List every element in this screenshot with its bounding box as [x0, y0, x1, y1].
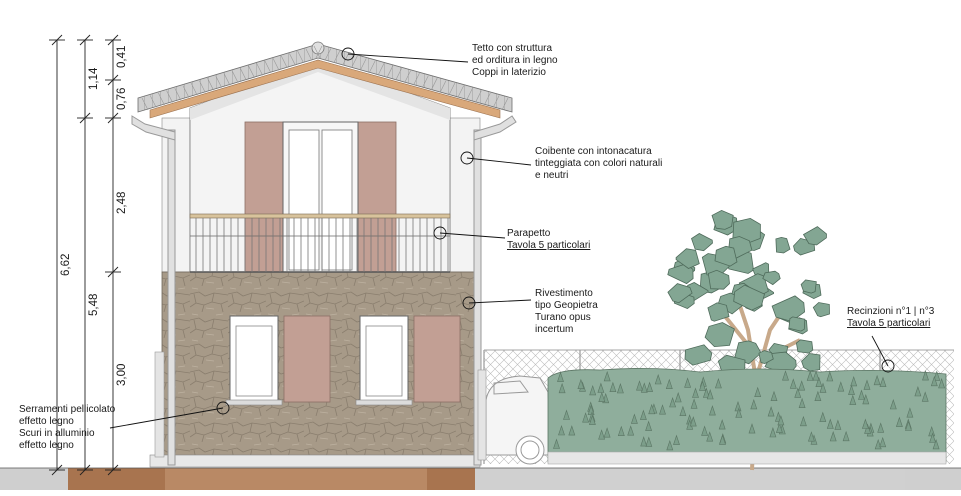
svg-text:Rivestimento: Rivestimento — [535, 288, 593, 299]
dim-ridge-cap: 0,41 — [116, 46, 128, 68]
svg-text:Scuri in alluminio: Scuri in alluminio — [19, 428, 95, 439]
svg-text:Serramenti pellicolato: Serramenti pellicolato — [19, 404, 116, 415]
annotation-insulation: Coibente con intonacatura tinteggiata co… — [535, 146, 662, 181]
ground-strip — [0, 467, 961, 490]
svg-text:e neutri: e neutri — [535, 170, 568, 181]
annotation-insulation-line: tinteggiata con colori naturali — [535, 158, 662, 169]
svg-text:Tetto con struttura: Tetto con struttura — [472, 43, 552, 54]
annotation-fence: Recinzioni n°1 | n°3 Tavola 5 particolar… — [847, 306, 935, 329]
dim-eaves-band: 0,76 — [116, 88, 128, 110]
annotation-roof-line: Tetto con struttura — [472, 43, 552, 54]
svg-text:tinteggiata con colori natural: tinteggiata con colori naturali — [535, 158, 662, 169]
dim-ground-floor: 3,00 — [116, 364, 128, 386]
annotation-windows: Serramenti pellicolato effetto legno Scu… — [19, 404, 116, 451]
annotation-insulation-line: Coibente con intonacatura — [535, 146, 652, 157]
annotation-leaders — [109, 47, 895, 429]
annotation-fence-ref: Tavola 5 particolari — [847, 318, 930, 329]
svg-text:incertum: incertum — [535, 324, 573, 335]
house — [131, 41, 517, 468]
hedge — [547, 368, 947, 465]
annotation-windows-line: effetto legno — [19, 440, 74, 451]
dim-upper-floor: 2,48 — [116, 192, 128, 214]
svg-text:Parapetto: Parapetto — [507, 228, 551, 239]
svg-text:Tavola 5 particolari: Tavola 5 particolari — [507, 240, 590, 251]
annotation-windows-line: Serramenti pellicolato — [19, 404, 116, 415]
svg-text:Turano opus: Turano opus — [535, 312, 591, 323]
parked-car — [485, 375, 553, 465]
dim-roof-rise: 1,14 — [88, 67, 100, 90]
dimension-chain — [49, 34, 121, 476]
annotation-roof: Tetto con struttura ed orditura in legno… — [472, 43, 558, 78]
annotation-cladding-line: Rivestimento — [535, 288, 593, 299]
annotation-parapet-line: Parapetto — [507, 228, 551, 239]
dim-total-height: 6,62 — [60, 254, 72, 276]
dim-ground-to-eaves: 5,48 — [88, 294, 100, 316]
svg-text:Coppi in laterizio: Coppi in laterizio — [472, 67, 546, 78]
annotation-cladding: Rivestimento tipo Geopietra Turano opus … — [535, 288, 598, 335]
annotation-parapet: Parapetto Tavola 5 particolari — [507, 228, 590, 251]
annotation-fence-line: Recinzioni n°1 | n°3 — [847, 306, 935, 317]
svg-text:effetto legno: effetto legno — [19, 440, 74, 451]
annotation-roof-line: ed orditura in legno — [472, 55, 558, 66]
annotation-parapet-ref: Tavola 5 particolari — [507, 240, 590, 251]
svg-text:Tavola 5 particolari: Tavola 5 particolari — [847, 318, 930, 329]
annotation-insulation-line: e neutri — [535, 170, 568, 181]
balcony-railing — [189, 213, 451, 273]
annotation-windows-line: effetto legno — [19, 416, 74, 427]
annotation-cladding-line: Turano opus — [535, 312, 591, 323]
annotation-windows-line: Scuri in alluminio — [19, 428, 95, 439]
svg-text:effetto legno: effetto legno — [19, 416, 74, 427]
tree — [667, 209, 830, 471]
svg-text:Recinzioni n°1 | n°3: Recinzioni n°1 | n°3 — [847, 306, 935, 317]
svg-text:tipo Geopietra: tipo Geopietra — [535, 300, 598, 311]
svg-text:Coibente con intonacatura: Coibente con intonacatura — [535, 146, 652, 157]
annotation-roof-line: Coppi in laterizio — [472, 67, 546, 78]
annotation-cladding-line: incertum — [535, 324, 573, 335]
svg-text:ed orditura in legno: ed orditura in legno — [472, 55, 558, 66]
annotation-cladding-line: tipo Geopietra — [535, 300, 598, 311]
